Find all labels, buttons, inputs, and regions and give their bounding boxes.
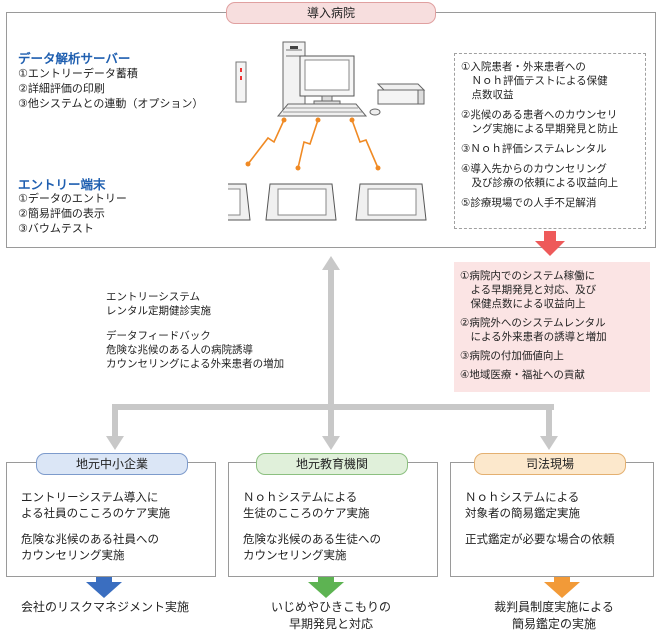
benefits-box: ①入院患者・外来患者への Ｎｏｈ評価テストによる保健 点数収益 ②兆候のある患者… xyxy=(454,53,646,229)
printer-icon xyxy=(376,83,426,105)
org-box-judicial: Ｎｏｈシステムによる対象者の簡易鑑定実施 正式鑑定が必要な場合の依頼 xyxy=(450,462,654,577)
terminal-item: ①データのエントリー xyxy=(18,192,127,205)
tablet-icon xyxy=(355,183,427,221)
terminal-item: ③バウムテスト xyxy=(18,222,94,235)
keyboard-icon xyxy=(276,103,368,117)
server-item: ③他システムとの連動（オプション） xyxy=(18,97,204,110)
wireless-links xyxy=(247,119,379,169)
org-box-school: Ｎｏｈシステムによる生徒のこころのケア実施 危険な兆候のある生徒へのカウンセリン… xyxy=(228,462,438,577)
result-item: ③病院の付加価値向上 xyxy=(460,350,564,362)
orange-down-arrow xyxy=(544,572,580,598)
result-item: ④地域医療・福祉への貢献 xyxy=(460,369,585,381)
mouse-icon xyxy=(369,108,381,116)
result-item: ②病院外へのシステムレンタル による外来患者の誘導と増加 xyxy=(460,317,607,343)
results-box: ①病院内でのシステム稼働に よる早期発見と対応、及び 保健点数による収益向上 ②… xyxy=(454,262,650,392)
equipment-illustration xyxy=(228,41,427,221)
terminal-items: ①データのエントリー ②簡易評価の表示 ③バウムテスト xyxy=(18,191,127,236)
org-title-judicial: 司法現場 xyxy=(474,453,626,475)
up-arrow-icon xyxy=(322,256,340,270)
tablet-icon xyxy=(228,183,251,221)
benefit-item: ③Ｎｏｈ評価システムレンタル xyxy=(461,143,607,155)
router-icon xyxy=(235,61,247,103)
middle-text: エントリーシステム レンタル定期健診実施 データフィードバック 危険な兆候のある… xyxy=(106,291,285,370)
monitor-icon xyxy=(299,55,355,106)
result-item: ①病院内でのシステム稼働に よる早期発見と対応、及び 保健点数による収益向上 xyxy=(460,270,597,310)
hospital-title: 導入病院 xyxy=(226,2,436,24)
benefit-item: ④導入先からのカウンセリング 及び診療の依頼による収益向上 xyxy=(461,163,619,189)
benefit-item: ②兆候のある患者へのカウンセリ ング実施による早期発見と防止 xyxy=(461,109,619,135)
org-title-company: 地元中小企業 xyxy=(36,453,188,475)
server-item: ②詳細評価の印刷 xyxy=(18,82,105,95)
org-box-company: エントリーシステム導入による社員のこころのケア実施 危険な兆候のある社員へのカウ… xyxy=(6,462,216,577)
pink-down-arrow xyxy=(535,231,565,256)
blue-down-arrow xyxy=(86,572,122,598)
org-title-school: 地元教育機関 xyxy=(256,453,408,475)
benefit-item: ①入院患者・外来患者への Ｎｏｈ評価テストによる保健 点数収益 xyxy=(461,61,608,101)
terminal-title: エントリー端末 xyxy=(18,177,106,192)
tablet-icon xyxy=(265,183,337,221)
server-title: データ解析サーバー xyxy=(18,51,131,66)
benefit-item: ⑤診療現場での人手不足解消 xyxy=(461,197,597,209)
server-items: ①エントリーデータ蓄積 ②詳細評価の印刷 ③他システムとの連動（オプション） xyxy=(18,66,203,111)
server-item: ①エントリーデータ蓄積 xyxy=(18,67,138,80)
outcome-company: 会社のリスクマネジメント実施 xyxy=(20,600,189,614)
terminal-item: ②簡易評価の表示 xyxy=(18,207,105,220)
green-down-arrow xyxy=(308,572,344,598)
